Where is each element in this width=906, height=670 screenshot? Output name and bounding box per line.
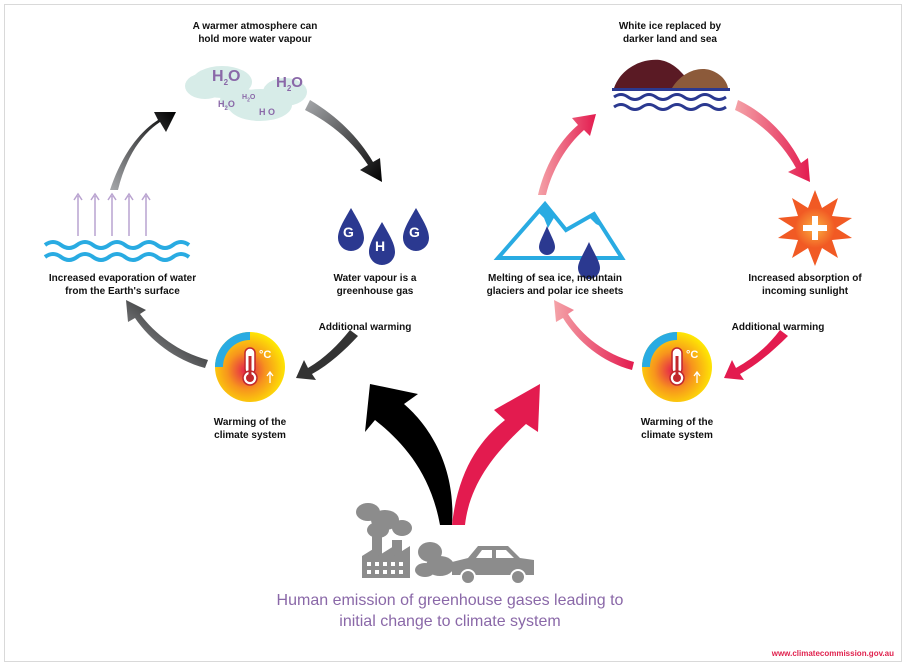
- ghg-letter-h: H: [375, 238, 386, 254]
- h2o-label-3: H2O: [242, 94, 256, 104]
- left-arrow-evap-to-vapour: [110, 112, 176, 190]
- right-arrow-warming-to-melt: [554, 300, 634, 370]
- glacier-icon: [493, 200, 626, 279]
- h2o-label-2: H2O: [276, 74, 303, 93]
- left-cycle-arrows: [110, 100, 382, 380]
- cloud-icon: [185, 66, 307, 121]
- left-arrow-warming-to-evap: [126, 300, 208, 368]
- left-arrow-vapour-to-ghg: [305, 100, 382, 182]
- land-and-sea-icon: [612, 59, 730, 111]
- ghg-letter-g1: G: [343, 224, 354, 240]
- right-thermo-unit: °C: [686, 349, 699, 361]
- evaporation-icon: [43, 192, 191, 262]
- left-additional-warming-label: Additional warming: [318, 322, 412, 333]
- big-black-arrow: [365, 384, 453, 525]
- h2o-label-4: H2O: [218, 99, 235, 112]
- h2o-label-1: H2O: [212, 68, 241, 88]
- left-thermo-unit: °C: [259, 349, 272, 361]
- left-arrow-additional-warming: [296, 330, 358, 380]
- right-arrow-melt-to-land: [538, 114, 596, 195]
- right-additional-warming-label: Additional warming: [731, 322, 825, 333]
- left-thermometer-icon: [215, 332, 285, 402]
- big-red-arrow: [452, 384, 540, 525]
- car-icon: [452, 546, 534, 585]
- ghg-letter-g2: G: [409, 224, 420, 240]
- h2o-label-5: H O: [259, 107, 276, 117]
- right-arrow-additional-warming: [724, 330, 788, 380]
- main-caption: Human emission of greenhouse gases leadi…: [276, 592, 624, 630]
- factory-icon: [356, 503, 454, 578]
- ghg-drops-icon: [338, 208, 429, 265]
- source-url: www.climatecommission.gov.au: [771, 649, 894, 658]
- right-arrow-land-to-sun: [735, 100, 810, 182]
- diagram-frame: [4, 4, 902, 662]
- right-cycle-arrows: [538, 100, 810, 380]
- right-thermometer-icon: [642, 332, 712, 402]
- sun-icon: [778, 190, 852, 266]
